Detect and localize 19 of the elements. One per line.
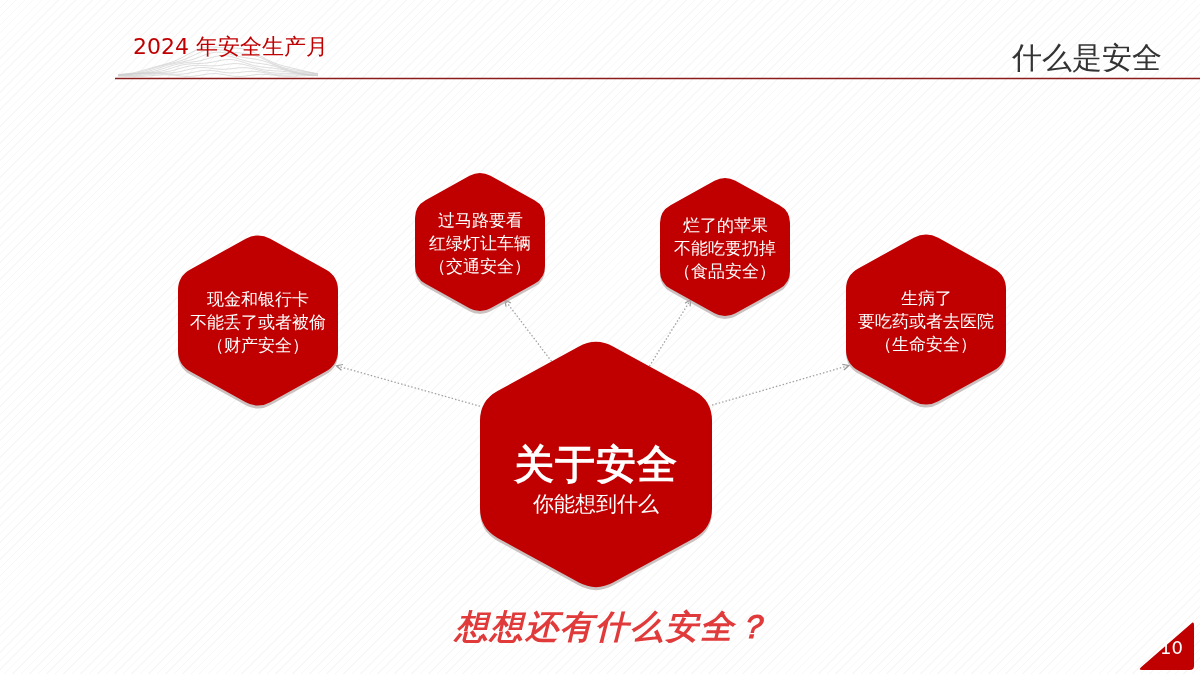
- category-label: （交通安全）: [429, 254, 531, 278]
- example-text: 现金和银行卡不能丢了或者被偷: [190, 287, 326, 334]
- arrow: [335, 363, 481, 407]
- example-text: 烂了的苹果不能吃要扔掉: [674, 213, 776, 260]
- arrow: [711, 363, 850, 406]
- category-label: （食品安全）: [674, 259, 776, 283]
- hexagon-node: [178, 232, 338, 412]
- heading: 关于安全: [514, 440, 678, 488]
- hexagon-node: [846, 231, 1006, 411]
- arrow: [648, 298, 692, 367]
- arrow: [504, 299, 553, 363]
- header-text: 2024 年安全生产月: [133, 34, 328, 61]
- example-text: 生病了要吃药或者去医院: [858, 286, 994, 333]
- category-label: （生命安全）: [875, 332, 977, 356]
- prompt-question: 想想还有什么安全？: [454, 607, 770, 647]
- category-label: （财产安全）: [207, 333, 309, 357]
- example-text: 过马路要看红绿灯让车辆: [429, 208, 531, 255]
- subheading: 你能想到什么: [533, 491, 659, 518]
- slide-title: 什么是安全: [1012, 40, 1162, 76]
